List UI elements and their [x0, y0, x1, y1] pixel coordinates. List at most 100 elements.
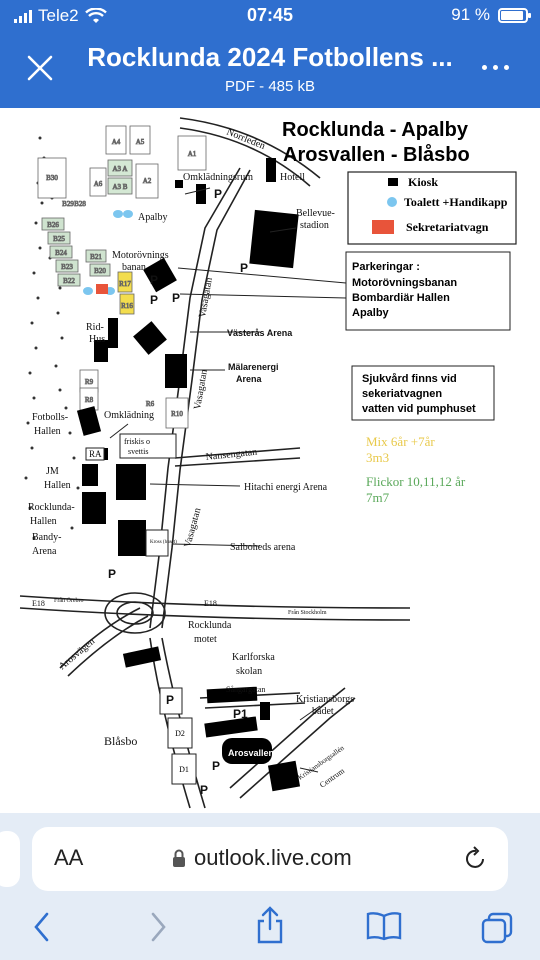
svg-text:D1: D1 [179, 765, 189, 774]
bookmarks-icon[interactable] [366, 911, 402, 941]
svg-text:banan: banan [122, 262, 146, 273]
svg-text:D2: D2 [175, 729, 185, 738]
svg-text:Salboheds arena: Salboheds arena [230, 542, 296, 553]
lock-icon [173, 849, 185, 867]
battery-group: 91 % [451, 5, 531, 25]
medical-line-2: sekeriatvagnen [362, 388, 442, 400]
medical-info-box: Sjukvård finns vid sekeriatvagnen vatten… [351, 365, 495, 421]
svg-text:P: P [200, 783, 208, 797]
more-icon[interactable] [482, 60, 516, 74]
svg-text:Hotell: Hotell [280, 172, 305, 183]
svg-text:Rocklunda-: Rocklunda- [28, 502, 75, 513]
venue-map: Rocklunda - Apalby Arosvallen - Blåsbo K… [19, 117, 517, 809]
svg-text:friskis o: friskis o [124, 437, 150, 446]
svg-text:Hallen: Hallen [44, 480, 71, 491]
svg-text:A5: A5 [136, 138, 145, 146]
girls-line-2: 7m7 [366, 490, 390, 505]
svg-text:svettis: svettis [128, 447, 148, 456]
svg-text:Västerås Arena: Västerås Arena [227, 328, 293, 338]
svg-text:Vasagatan: Vasagatan [197, 277, 215, 319]
svg-text:RA: RA [89, 449, 102, 459]
reader-settings-button[interactable]: AA [54, 845, 84, 870]
svg-text:B30: B30 [46, 174, 58, 182]
legend-toilet: Toalett +Handikapp [404, 195, 508, 209]
svg-text:Kross (huset): Kross (huset) [150, 540, 177, 545]
svg-text:A6: A6 [94, 180, 103, 188]
svg-text:Arena: Arena [32, 546, 57, 557]
map-title-line2: Arosvallen - Blåsbo [283, 143, 470, 166]
mix-line-2: 3m3 [366, 450, 389, 465]
tabs-icon[interactable] [480, 911, 514, 945]
previous-tab-peek[interactable] [0, 831, 20, 887]
status-bar: Tele2 07:45 91 % [0, 0, 540, 30]
svg-text:P: P [172, 291, 180, 305]
svg-text:R16: R16 [121, 302, 133, 310]
svg-text:JM: JM [46, 466, 59, 477]
svg-text:badet: badet [312, 706, 334, 717]
medical-line-1: Sjukvård finns vid [362, 373, 457, 385]
parking-markers: P P P P P P P P P [108, 187, 248, 797]
svg-text:E18: E18 [204, 599, 217, 608]
parking-line-2: Motorövningsbanan [352, 277, 457, 289]
toilet-swatch [387, 197, 397, 207]
svg-text:Apalby: Apalby [138, 212, 167, 223]
svg-text:P: P [150, 293, 158, 307]
parking-line-4: Apalby [352, 307, 390, 319]
parking-info-box: Parkeringar : Motorövningsbanan Bombardi… [345, 251, 511, 331]
svg-text:Centrum: Centrum [318, 766, 347, 790]
svg-text:Nansengatan: Nansengatan [205, 447, 258, 463]
back-icon[interactable] [32, 911, 52, 943]
browser-bar: AA outlook.live.com [0, 813, 540, 960]
svg-text:Karlforska: Karlforska [232, 652, 275, 663]
svg-text:B20: B20 [94, 267, 106, 275]
secretariat-swatch [372, 220, 394, 234]
svg-text:Arena: Arena [236, 374, 263, 384]
svg-text:Omklädning: Omklädning [104, 410, 154, 421]
svg-text:Hallen: Hallen [34, 426, 61, 437]
share-icon[interactable] [255, 905, 285, 945]
close-icon[interactable] [24, 52, 56, 84]
mix-line-1: Mix 6år +7år [366, 434, 435, 449]
battery-percent: 91 % [451, 5, 490, 24]
svg-text:Hallen: Hallen [30, 516, 57, 527]
svg-text:R9: R9 [85, 378, 94, 386]
legend: Kiosk Toalett +Handikapp Sekretariatvagn [347, 171, 517, 245]
small-buildings [85, 433, 197, 785]
svg-text:P: P [212, 759, 220, 773]
svg-text:A2: A2 [143, 177, 152, 185]
svg-text:B23: B23 [61, 263, 73, 271]
svg-text:Från Örebro: Från Örebro [54, 597, 84, 604]
document-header: Rocklunda 2024 Fotbollens ... PDF - 485 … [0, 30, 540, 108]
svg-text:A3 B: A3 B [113, 183, 128, 191]
svg-text:A4: A4 [112, 138, 121, 146]
svg-text:Vasagatan: Vasagatan [192, 369, 210, 411]
svg-text:P: P [214, 187, 222, 201]
forward-icon[interactable] [148, 911, 168, 943]
svg-text:R8: R8 [85, 396, 94, 404]
carrier-group: Tele2 [14, 6, 107, 26]
svg-text:B21: B21 [90, 253, 102, 261]
svg-text:Vasagatan: Vasagatan [182, 507, 203, 549]
reload-icon[interactable] [464, 845, 488, 871]
pdf-viewer[interactable]: Rocklunda - Apalby Arosvallen - Blåsbo K… [0, 108, 540, 813]
svg-text:Mälarenergi: Mälarenergi [228, 362, 279, 372]
svg-text:Omklädningsrum: Omklädningsrum [183, 172, 253, 183]
svg-text:B29: B29 [62, 200, 74, 208]
svg-text:Fotbolls-: Fotbolls- [32, 412, 68, 423]
svg-text:Arosvallen: Arosvallen [228, 748, 274, 758]
svg-text:Bellevue-: Bellevue- [296, 208, 335, 219]
map-title-line1: Rocklunda - Apalby [282, 119, 469, 141]
document-title: Rocklunda 2024 Fotbollens ... [87, 42, 453, 72]
svg-text:Från Stockholm: Från Stockholm [288, 609, 327, 616]
svg-text:R6: R6 [146, 400, 155, 408]
svg-text:stadion: stadion [300, 220, 329, 231]
svg-text:P1: P1 [233, 707, 248, 721]
map-labels: Norrleden Omklädningsrum Hotell Bellevue… [28, 127, 354, 790]
svg-text:Blåsbo: Blåsbo [104, 734, 137, 748]
battery-icon [498, 7, 531, 23]
svg-text:A3 A: A3 A [113, 165, 128, 173]
buildings [76, 158, 301, 792]
address-bar[interactable]: AA outlook.live.com [32, 827, 508, 891]
svg-text:skolan: skolan [236, 666, 262, 677]
svg-text:R17: R17 [119, 280, 131, 288]
